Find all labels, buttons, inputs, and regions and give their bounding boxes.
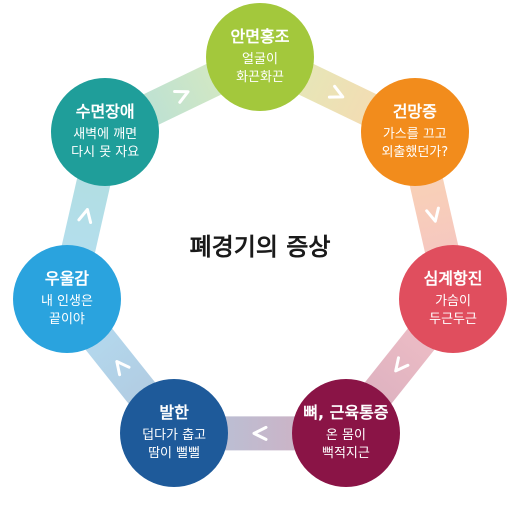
node-description: 새벽에 깨면 다시 못 자요 (71, 126, 140, 160)
node-description: 얼굴이 화끈화끈 (236, 52, 284, 85)
node-title: 건망증 (392, 101, 437, 121)
chevron-right-icon (173, 90, 190, 104)
chevron-right-icon (77, 208, 93, 224)
node-description: 온 몸이 뻑적지근 (321, 428, 370, 462)
node-description: 가슴이 두근두근 (429, 294, 477, 328)
node-description: 덥다가 춥고 땀이 뻘뻘 (142, 428, 207, 462)
node-sweating: 발한 덥다가 춥고 땀이 뻘뻘 (120, 379, 229, 488)
chevron-right-icon (252, 425, 268, 441)
chevron-right-icon (394, 356, 410, 373)
node-bone-muscle-pain: 뼈, 근육통증 온 몸이 뻑적지근 (291, 379, 400, 488)
node-sleep-disorder: 수면장애 새벽에 깨면 다시 못 자요 (51, 77, 160, 186)
node-description: 내 인생은 끝이야 (40, 294, 93, 328)
chevron-right-icon (115, 360, 131, 377)
chevron-right-icon (425, 206, 440, 223)
chevron-right-icon (327, 84, 345, 99)
node-title: 우울감 (44, 269, 90, 289)
node-title: 뼈, 근육통증 (303, 403, 389, 423)
node-title: 안면홍조 (230, 27, 290, 46)
node-palpitations: 심계항진 가슴이 두근두근 (399, 245, 508, 354)
node-title: 발한 (159, 403, 189, 423)
node-title: 수면장애 (75, 101, 135, 121)
node-description: 가스를 끄고 외출했던가? (381, 126, 449, 160)
node-forgetfulness: 건망증 가스를 끄고 외출했던가? (360, 77, 469, 186)
node-depression: 우울감 내 인생은 끝이야 (12, 245, 121, 354)
node-title: 심계항진 (423, 269, 483, 289)
node-hot-flashes: 안면홍조 얼굴이 화끈화끈 (206, 3, 314, 111)
diagram-title: 폐경기의 증상 (189, 233, 331, 261)
